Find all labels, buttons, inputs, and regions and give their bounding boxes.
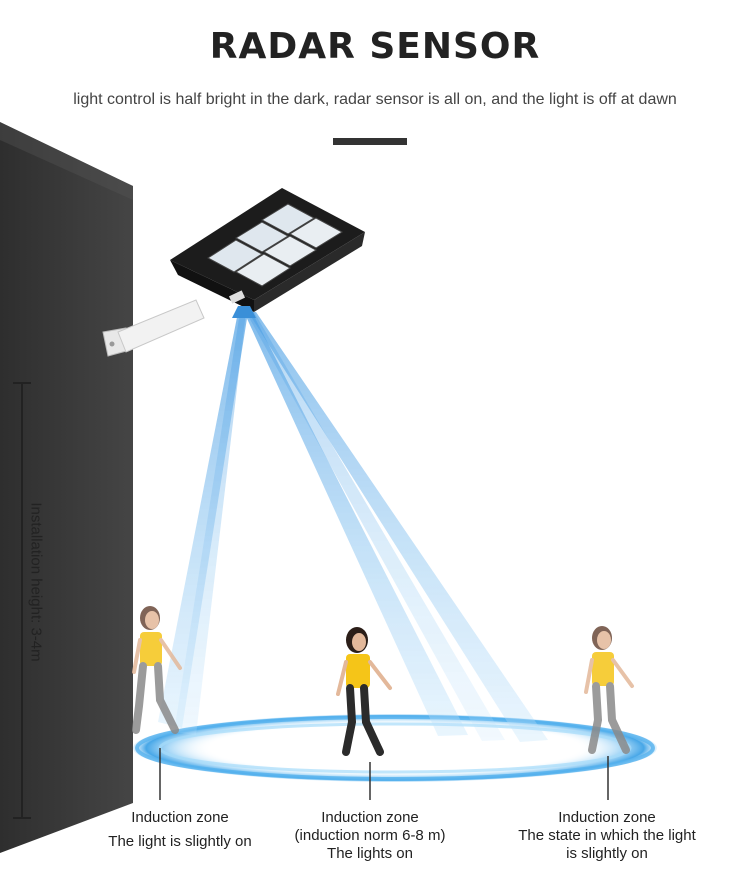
radar-beams xyxy=(158,312,548,742)
zone-right-text: Induction zone The state in which the li… xyxy=(502,809,712,863)
zone-line: The state in which the light xyxy=(518,827,696,844)
title-divider xyxy=(333,138,407,145)
lamp-bracket xyxy=(102,299,205,357)
zone-center-text: Induction zone (induction norm 6-8 m) Th… xyxy=(270,809,470,863)
radar-sensor xyxy=(232,306,256,318)
zone-line: The light is slightly on xyxy=(108,833,252,850)
zone-title: Induction zone xyxy=(558,809,656,826)
wall xyxy=(0,122,133,853)
page-subtitle: light control is half bright in the dark… xyxy=(73,91,677,108)
beam-right xyxy=(248,312,548,742)
solar-street-lamp xyxy=(170,188,365,318)
wall-top-shade xyxy=(0,122,133,200)
zone-line: (induction norm 6-8 m) xyxy=(294,827,446,844)
zone-title: Induction zone xyxy=(321,809,419,826)
height-measure-line xyxy=(13,382,31,819)
person-left xyxy=(132,606,182,734)
zone-line: is slightly on xyxy=(566,845,648,862)
beam-left-inner xyxy=(174,312,246,735)
beam-right-inner xyxy=(246,312,505,741)
installation-height-label: Installation height: 3-4m xyxy=(27,502,45,662)
zone-line: The lights on xyxy=(327,845,413,862)
zone-left-text: Induction zone The light is slightly on xyxy=(80,809,280,851)
person-center xyxy=(336,627,392,756)
zone-title: Induction zone xyxy=(131,809,229,826)
beam-center xyxy=(244,312,468,736)
page-title: RADAR SENSOR xyxy=(209,26,541,67)
person-right xyxy=(584,626,634,754)
